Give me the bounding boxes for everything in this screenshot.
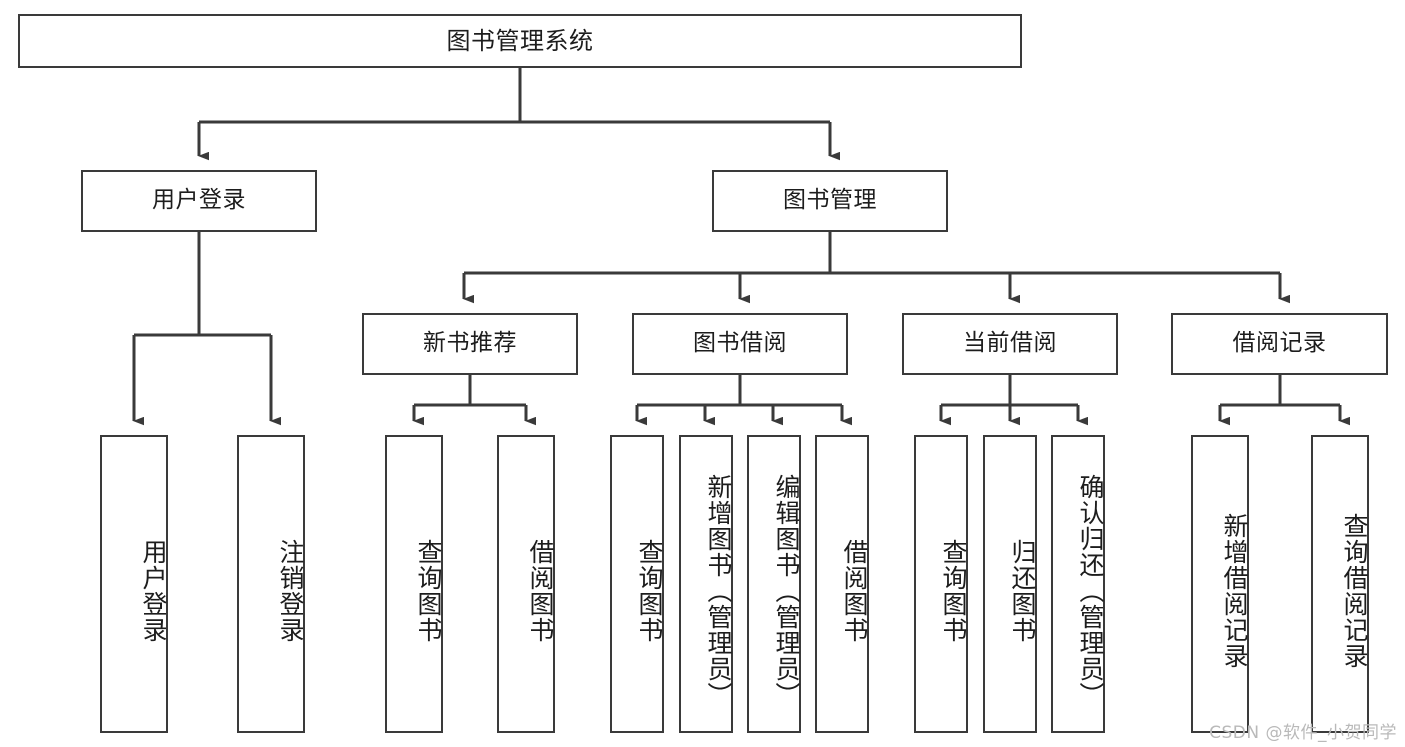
node-root-label: 图书管理系统 xyxy=(446,26,594,55)
node-leaf-borrow-book-2[interactable]: 借阅图书 xyxy=(815,435,869,733)
node-book-borrow[interactable]: 图书借阅 xyxy=(632,313,848,375)
node-book-manage[interactable]: 图书管理 xyxy=(712,170,948,232)
node-leaf-edit-book-label: 编辑图书（管理员） xyxy=(772,474,801,708)
node-leaf-user-logout-label: 注销登录 xyxy=(276,539,305,643)
node-leaf-confirm-return[interactable]: 确认归还（管理员） xyxy=(1051,435,1105,733)
node-leaf-borrow-book-1-label: 借阅图书 xyxy=(526,539,555,643)
node-leaf-query-book-3-label: 查询图书 xyxy=(939,539,968,643)
node-leaf-edit-book[interactable]: 编辑图书（管理员） xyxy=(747,435,801,733)
node-book-borrow-label: 图书借阅 xyxy=(693,330,787,357)
node-borrow-record-label: 借阅记录 xyxy=(1232,330,1327,357)
node-current-borrow[interactable]: 当前借阅 xyxy=(902,313,1118,375)
node-new-book-recommend-label: 新书推荐 xyxy=(423,330,517,357)
node-current-borrow-label: 当前借阅 xyxy=(963,330,1057,357)
watermark-text: CSDN @软件_小贺同学 xyxy=(1209,723,1397,743)
node-leaf-user-login-label: 用户登录 xyxy=(139,539,168,643)
node-leaf-query-book-2-label: 查询图书 xyxy=(635,539,664,643)
node-book-manage-label: 图书管理 xyxy=(783,187,877,214)
node-leaf-add-book[interactable]: 新增图书（管理员） xyxy=(679,435,733,733)
node-leaf-borrow-book-1[interactable]: 借阅图书 xyxy=(497,435,555,733)
node-leaf-add-record[interactable]: 新增借阅记录 xyxy=(1191,435,1249,733)
node-leaf-query-book-1-label: 查询图书 xyxy=(414,539,443,643)
node-leaf-query-book-3[interactable]: 查询图书 xyxy=(914,435,968,733)
node-leaf-query-book-2[interactable]: 查询图书 xyxy=(610,435,664,733)
node-borrow-record[interactable]: 借阅记录 xyxy=(1171,313,1388,375)
node-leaf-confirm-return-label: 确认归还（管理员） xyxy=(1076,474,1105,708)
node-leaf-query-record[interactable]: 查询借阅记录 xyxy=(1311,435,1369,733)
node-leaf-user-login[interactable]: 用户登录 xyxy=(100,435,168,733)
node-root[interactable]: 图书管理系统 xyxy=(18,14,1022,68)
node-leaf-return-book-label: 归还图书 xyxy=(1008,539,1037,643)
node-new-book-recommend[interactable]: 新书推荐 xyxy=(362,313,578,375)
node-leaf-add-record-label: 新增借阅记录 xyxy=(1220,513,1249,669)
node-leaf-user-logout[interactable]: 注销登录 xyxy=(237,435,305,733)
node-user-login[interactable]: 用户登录 xyxy=(81,170,317,232)
node-user-login-label: 用户登录 xyxy=(152,187,246,214)
node-leaf-return-book[interactable]: 归还图书 xyxy=(983,435,1037,733)
node-leaf-query-record-label: 查询借阅记录 xyxy=(1340,513,1369,669)
node-leaf-query-book-1[interactable]: 查询图书 xyxy=(385,435,443,733)
node-leaf-borrow-book-2-label: 借阅图书 xyxy=(840,539,869,643)
node-leaf-add-book-label: 新增图书（管理员） xyxy=(704,474,733,708)
